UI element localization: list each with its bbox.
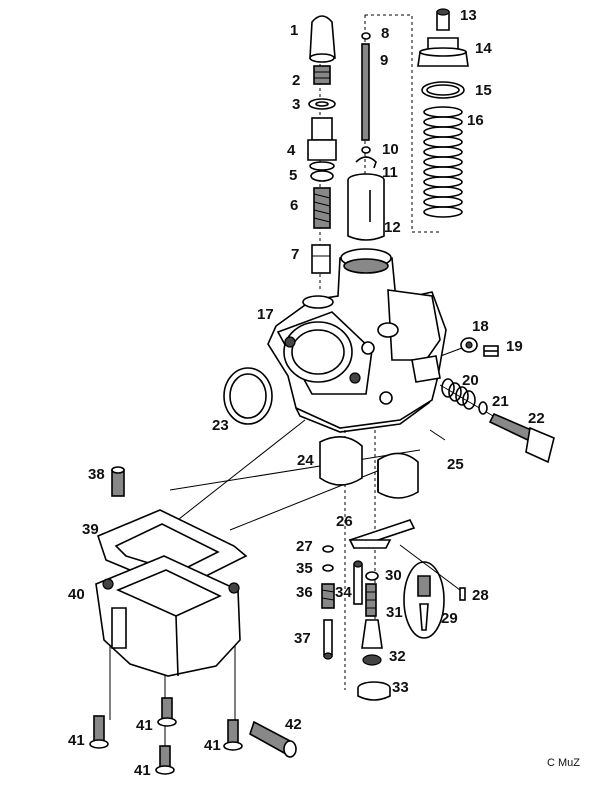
part-spring-16 [423, 106, 463, 218]
callout-36: 36 [296, 584, 313, 601]
part-screw-41-b [157, 697, 177, 727]
callout-26: 26 [336, 513, 353, 530]
part-screw-41-a [89, 715, 109, 749]
part-screw-41-c [223, 719, 243, 751]
callout-42: 42 [285, 716, 302, 733]
callout-6: 6 [290, 197, 298, 214]
part-plunger-7 [311, 244, 331, 274]
part-screw-38 [111, 466, 125, 497]
part-screw-37 [323, 619, 333, 660]
part-cap-33 [357, 681, 391, 701]
part-locknut [308, 98, 336, 110]
callout-3: 3 [292, 96, 300, 113]
callout-29: 29 [441, 610, 458, 627]
callout-24: 24 [297, 452, 314, 469]
callout-33: 33 [392, 679, 409, 696]
part-pilot-jet-34 [353, 560, 363, 605]
callout-19: 19 [506, 338, 523, 355]
callout-23: 23 [212, 417, 229, 434]
callout-labels: 1 2 3 4 5 6 7 8 9 10 11 12 13 14 15 16 1… [68, 7, 545, 779]
part-throttle-slide-12 [347, 173, 385, 241]
part-jet-holder-32 [361, 619, 383, 666]
callout-41-b: 41 [136, 717, 153, 734]
part-idle-screw-22 [488, 412, 555, 464]
callout-21: 21 [492, 393, 509, 410]
part-o-ring-27 [322, 545, 334, 553]
callout-15: 15 [475, 82, 492, 99]
callout-5: 5 [289, 167, 297, 184]
callout-37: 37 [294, 630, 311, 647]
part-pin-28 [459, 587, 466, 601]
part-top-cap-14 [417, 37, 469, 67]
part-adjuster-screw [313, 65, 331, 85]
part-screw-19 [483, 345, 499, 357]
callout-22: 22 [528, 410, 545, 427]
part-needle-9 [361, 43, 370, 141]
part-washer-30 [365, 571, 379, 581]
callout-7: 7 [291, 246, 299, 263]
part-drain-screw-42 [249, 720, 297, 758]
callout-38: 38 [88, 466, 105, 483]
callout-41-d: 41 [134, 762, 151, 779]
part-washer-18 [460, 337, 478, 353]
callout-10: 10 [382, 141, 399, 158]
callout-35: 35 [296, 560, 313, 577]
callout-28: 28 [472, 587, 489, 604]
callout-12: 12 [384, 219, 401, 236]
callout-1: 1 [290, 22, 298, 39]
part-float-25 [377, 452, 419, 499]
callout-34: 34 [335, 584, 352, 601]
part-float-24 [319, 436, 363, 486]
part-carburetor-body-17 [267, 248, 447, 433]
part-spring-20 [441, 378, 476, 410]
part-valve-29 [403, 561, 445, 639]
part-retainer-11 [355, 156, 377, 169]
callout-40: 40 [68, 586, 85, 603]
part-clip-8 [361, 32, 371, 40]
callout-39: 39 [82, 521, 99, 538]
part-guide-tube [307, 117, 337, 171]
part-o-ring-21 [478, 401, 488, 415]
part-jet-31 [365, 583, 377, 617]
part-float-arm-26 [348, 519, 416, 549]
callout-41-c: 41 [204, 737, 221, 754]
callout-31: 31 [386, 604, 403, 621]
callout-11: 11 [382, 164, 398, 181]
part-screw-41-d [155, 745, 175, 775]
credit-text: C MuZ [547, 757, 580, 769]
part-gasket-15 [421, 81, 465, 99]
callout-16: 16 [467, 112, 484, 129]
part-screw-13 [436, 8, 450, 31]
part-washer-5 [310, 170, 334, 182]
callout-4: 4 [287, 142, 296, 159]
callout-13: 13 [460, 7, 477, 24]
part-o-ring-35 [322, 564, 334, 572]
callout-30: 30 [385, 567, 402, 584]
callout-2: 2 [292, 72, 300, 89]
callout-8: 8 [381, 25, 389, 42]
part-float-bowl-40 [95, 555, 241, 677]
part-clip-10 [361, 146, 371, 154]
part-spring-36 [321, 583, 335, 609]
callout-14: 14 [475, 40, 492, 57]
callout-25: 25 [447, 456, 464, 473]
part-cap [309, 15, 336, 63]
callout-41-a: 41 [68, 732, 85, 749]
callout-27: 27 [296, 538, 313, 555]
part-spring-6 [313, 187, 331, 229]
callout-9: 9 [380, 52, 388, 69]
callout-20: 20 [462, 372, 479, 389]
callout-32: 32 [389, 648, 406, 665]
callout-18: 18 [472, 318, 489, 335]
part-gasket-23 [223, 367, 273, 425]
callout-17: 17 [257, 306, 274, 323]
